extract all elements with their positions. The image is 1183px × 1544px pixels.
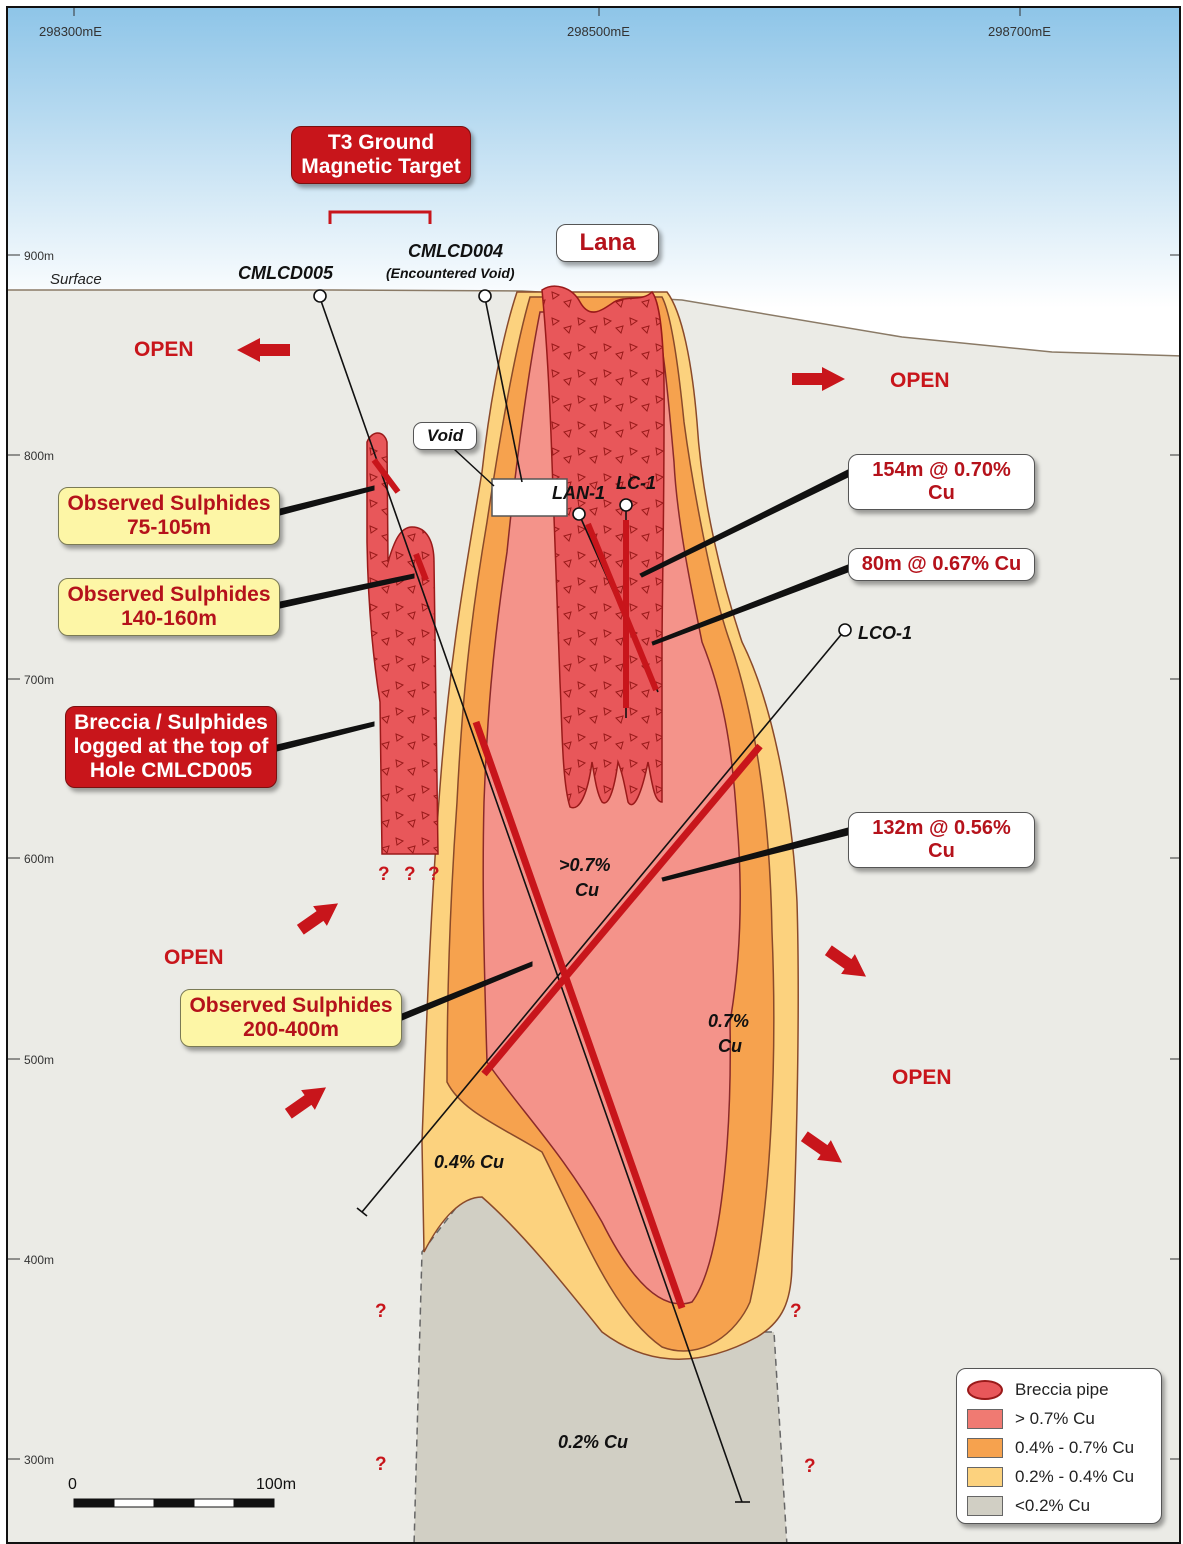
grade-label-0-2: 0.2% Cu xyxy=(558,1432,628,1452)
legend-swatch-breccia xyxy=(967,1380,1003,1400)
open-label: OPEN xyxy=(134,338,194,361)
callout-line: Observed Sulphides xyxy=(187,994,395,1018)
surface-label: Surface xyxy=(50,271,102,288)
open-label: OPEN xyxy=(892,1066,952,1089)
callout-intercept-154m: 154m @ 0.70% Cu xyxy=(848,454,1035,510)
legend: Breccia pipe > 0.7% Cu 0.4% - 0.7% Cu 0.… xyxy=(956,1368,1162,1524)
callout-breccia-logged: Breccia / Sulphides logged at the top of… xyxy=(65,706,277,788)
legend-swatch xyxy=(967,1467,1003,1487)
callout-observed-sulphides-75-105: Observed Sulphides 75-105m xyxy=(58,487,280,545)
sky xyxy=(8,8,1181,308)
callout-lana: Lana xyxy=(556,224,659,262)
scale-bar-start: 0 xyxy=(68,1476,77,1494)
callout-intercept-132m: 132m @ 0.56% Cu xyxy=(848,812,1035,868)
legend-label: 0.4% - 0.7% Cu xyxy=(1015,1438,1134,1458)
collar-cmlcd005 xyxy=(314,290,326,302)
elevation-label: 400m xyxy=(24,1253,54,1267)
callout-line: Observed Sulphides xyxy=(65,583,273,607)
callout-observed-sulphides-200-400: Observed Sulphides 200-400m xyxy=(180,989,402,1047)
elevation-label: 500m xyxy=(24,1053,54,1067)
legend-item-breccia: Breccia pipe xyxy=(967,1375,1151,1404)
open-label: OPEN xyxy=(890,369,950,392)
grade-label-0-7: 0.7% xyxy=(708,1011,749,1031)
callout-observed-sulphides-140-160: Observed Sulphides 140-160m xyxy=(58,578,280,636)
easting-label: 298500mE xyxy=(567,24,630,39)
drillhole-label-cmlcd005: CMLCD005 xyxy=(238,263,334,283)
drillhole-label-cmlcd004: CMLCD004 xyxy=(408,241,503,261)
drillhole-label-lco1: LCO-1 xyxy=(858,623,912,643)
legend-item-lt-0-2: <0.2% Cu xyxy=(967,1491,1151,1520)
drillhole-note-cmlcd004: (Encountered Void) xyxy=(386,265,515,281)
grade-label-0-7-unit: Cu xyxy=(718,1036,742,1056)
legend-label: <0.2% Cu xyxy=(1015,1496,1090,1516)
legend-item-0-2-0-4: 0.2% - 0.4% Cu xyxy=(967,1462,1151,1491)
legend-swatch xyxy=(967,1496,1003,1516)
callout-line: Breccia / Sulphides xyxy=(72,711,270,735)
collar-lc1 xyxy=(620,499,632,511)
legend-swatch xyxy=(967,1409,1003,1429)
scale-bar xyxy=(74,1499,274,1507)
elevation-label: 900m xyxy=(24,249,54,263)
callout-line: 140-160m xyxy=(65,607,273,631)
collar-lco1 xyxy=(839,624,851,636)
unknown-marker: ? xyxy=(378,864,390,885)
drillhole-label-lan1: LAN-1 xyxy=(552,483,605,503)
elevation-label: 800m xyxy=(24,449,54,463)
scale-bar-end: 100m xyxy=(256,1476,296,1494)
elevation-label: 700m xyxy=(24,673,54,687)
easting-label: 298700mE xyxy=(988,24,1051,39)
unknown-marker: ? xyxy=(375,1454,387,1475)
easting-label: 298300mE xyxy=(39,24,102,39)
drillhole-label-lc1: LC-1 xyxy=(616,473,656,493)
callout-line: T3 Ground xyxy=(298,131,464,155)
callout-line: Hole CMLCD005 xyxy=(72,759,270,783)
legend-swatch xyxy=(967,1438,1003,1458)
callout-line: Magnetic Target xyxy=(298,155,464,179)
callout-line: logged at the top of xyxy=(72,735,270,759)
unknown-marker: ? xyxy=(804,1456,816,1477)
legend-label: Breccia pipe xyxy=(1015,1380,1109,1400)
callout-void: Void xyxy=(413,422,477,450)
unknown-marker: ? xyxy=(428,864,440,885)
elevation-label: 300m xyxy=(24,1453,54,1467)
unknown-marker: ? xyxy=(375,1301,387,1322)
legend-label: > 0.7% Cu xyxy=(1015,1409,1095,1429)
grade-label-gt-0-7-unit: Cu xyxy=(575,880,599,900)
legend-item-gt-0-7: > 0.7% Cu xyxy=(967,1404,1151,1433)
legend-label: 0.2% - 0.4% Cu xyxy=(1015,1467,1134,1487)
grade-label-gt-0-7: >0.7% xyxy=(559,855,611,875)
cross-section-diagram: 298300mE 298500mE 298700mE 900m 800m 700… xyxy=(6,6,1181,1544)
callout-line: Observed Sulphides xyxy=(65,492,273,516)
callout-line: 75-105m xyxy=(65,516,273,540)
legend-item-0-4-0-7: 0.4% - 0.7% Cu xyxy=(967,1433,1151,1462)
collar-lan1 xyxy=(573,508,585,520)
callout-t3-magnetic-target: T3 Ground Magnetic Target xyxy=(291,126,471,184)
callout-intercept-80m: 80m @ 0.67% Cu xyxy=(848,548,1035,581)
unknown-marker: ? xyxy=(404,864,416,885)
open-label: OPEN xyxy=(164,946,224,969)
collar-cmlcd004 xyxy=(479,290,491,302)
callout-line: 200-400m xyxy=(187,1018,395,1042)
grade-label-0-4: 0.4% Cu xyxy=(434,1152,504,1172)
unknown-marker: ? xyxy=(790,1301,802,1322)
elevation-label: 600m xyxy=(24,852,54,866)
